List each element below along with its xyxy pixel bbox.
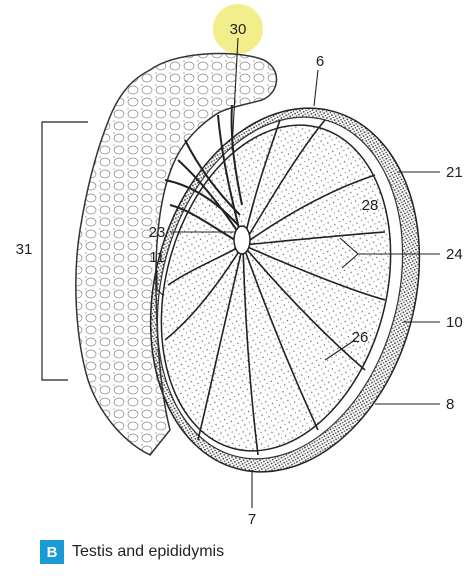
label-10: 10 xyxy=(446,314,463,331)
figure-caption: B Testis and epididymis xyxy=(40,540,224,564)
label-21: 21 xyxy=(446,164,463,181)
label-31: 31 xyxy=(16,241,33,258)
label-6: 6 xyxy=(316,53,324,70)
bracket-31 xyxy=(41,121,88,381)
label-11: 11 xyxy=(149,249,165,266)
leader-lines xyxy=(156,37,440,508)
mediastinum-testis xyxy=(233,225,251,255)
label-23: 23 xyxy=(149,224,166,241)
label-30: 30 xyxy=(230,21,247,38)
caption-text: Testis and epididymis xyxy=(72,543,225,560)
highlight-circle xyxy=(213,4,263,54)
label-26: 26 xyxy=(352,329,369,346)
testis-septa xyxy=(164,119,386,456)
label-24: 24 xyxy=(446,246,463,263)
label-28: 28 xyxy=(362,197,379,214)
figure-badge: B xyxy=(40,540,64,564)
label-7: 7 xyxy=(248,511,256,528)
label-8: 8 xyxy=(446,396,454,413)
